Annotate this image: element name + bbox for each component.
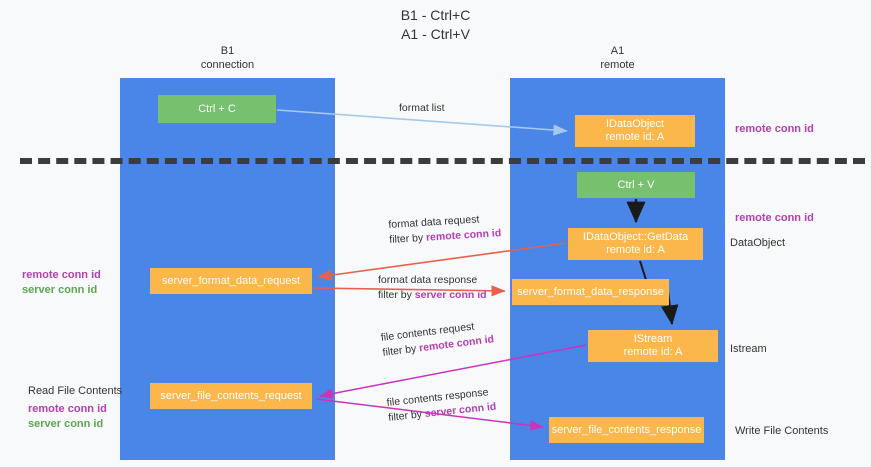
edge-label-format-data-response: format data response filter by server co… xyxy=(378,273,487,303)
edge-label-format-list: format list xyxy=(399,101,445,116)
node-server-file-contents-response-label: server_file_contents_response xyxy=(551,423,702,436)
node-idataobject[interactable]: IDataObject remote id: A xyxy=(575,115,695,147)
title-line-1: B1 - Ctrl+C xyxy=(400,7,471,23)
node-server-format-data-request-label: server_format_data_request xyxy=(161,274,301,287)
node-ctrl-v-label: Ctrl + V xyxy=(617,178,655,191)
node-server-format-data-response-label: server_format_data_response xyxy=(517,285,664,298)
annotation-left-remote-conn-id-1: remote conn id xyxy=(22,269,101,281)
node-server-file-contents-request-label: server_file_contents_request xyxy=(160,389,302,402)
node-ctrl-v[interactable]: Ctrl + V xyxy=(577,172,695,198)
annotation-remote-conn-id-top: remote conn id xyxy=(735,122,814,137)
edge-label-file-contents-request: file contents request filter by remote c… xyxy=(380,317,495,360)
lane-header-a1-title: A1 xyxy=(610,45,625,57)
node-server-format-data-response[interactable]: server_format_data_response xyxy=(512,279,669,305)
annotation-left-conn-ids-lower: remote conn id server conn id xyxy=(28,402,107,432)
annotation-left-server-conn-id-1: server conn id xyxy=(22,284,98,296)
node-server-file-contents-response[interactable]: server_file_contents_response xyxy=(549,417,704,443)
annotation-istream-text: Istream xyxy=(730,343,767,355)
node-istream-line-1: IStream xyxy=(633,333,673,345)
edge-label-format-data-response-filter-prefix: filter by xyxy=(378,289,415,301)
annotation-dataobject-text: DataObject xyxy=(730,237,786,249)
node-istream[interactable]: IStream remote id: A xyxy=(588,330,718,362)
node-ctrl-c-label: Ctrl + C xyxy=(198,102,236,115)
annotation-write-file-contents-text: Write File Contents xyxy=(735,425,829,437)
edge-label-format-data-response-line-1: format data response xyxy=(378,274,478,286)
edge-label-format-data-request-filter-key: remote conn id xyxy=(425,227,502,244)
page-title: B1 - Ctrl+C A1 - Ctrl+V xyxy=(0,6,871,44)
annotation-remote-conn-id-top-text: remote conn id xyxy=(735,123,814,135)
node-ctrl-c[interactable]: Ctrl + C xyxy=(158,95,276,123)
node-istream-line-2: remote id: A xyxy=(623,346,683,358)
edge-label-file-contents-request-filter-prefix: filter by xyxy=(381,342,420,359)
node-idataobject-getdata[interactable]: IDataObject::GetData remote id: A xyxy=(568,228,703,260)
node-server-file-contents-request[interactable]: server_file_contents_request xyxy=(150,383,312,409)
node-server-format-data-request[interactable]: server_format_data_request xyxy=(150,268,312,294)
annotation-remote-conn-id-middle-text: remote conn id xyxy=(735,212,814,224)
phase-divider xyxy=(20,158,865,164)
annotation-write-file-contents: Write File Contents xyxy=(735,424,828,439)
edge-label-format-data-response-filter-key: server conn id xyxy=(414,289,487,301)
annotation-remote-conn-id-middle: remote conn id xyxy=(735,211,814,226)
annotation-left-conn-ids-upper: remote conn id server conn id xyxy=(22,268,101,298)
node-idataobject-line-2: remote id: A xyxy=(605,131,665,143)
edge-label-format-list-text: format list xyxy=(399,102,445,114)
node-idataobject-getdata-line-1: IDataObject::GetData xyxy=(582,231,689,243)
annotation-read-file-contents-text: Read File Contents xyxy=(28,385,123,397)
annotation-istream: Istream xyxy=(730,342,767,357)
lane-header-b1-title: B1 xyxy=(220,45,235,57)
node-idataobject-line-1: IDataObject xyxy=(605,118,665,130)
lane-header-b1: B1 connection xyxy=(120,44,335,72)
lane-header-b1-subtitle: connection xyxy=(200,59,255,71)
annotation-left-server-conn-id-2: server conn id xyxy=(28,418,104,430)
annotation-read-file-contents: Read File Contents xyxy=(28,384,122,399)
annotation-dataobject: DataObject xyxy=(730,236,785,251)
edge-label-format-data-request: format data request filter by remote con… xyxy=(388,211,502,248)
node-idataobject-getdata-line-2: remote id: A xyxy=(606,244,665,256)
edge-label-format-data-request-filter-prefix: filter by xyxy=(388,231,427,246)
lane-header-a1: A1 remote xyxy=(510,44,725,72)
edge-label-file-contents-response: file contents response filter by server … xyxy=(386,385,497,426)
title-line-2: A1 - Ctrl+V xyxy=(401,26,470,42)
edge-label-file-contents-response-filter-prefix: filter by xyxy=(387,408,426,424)
annotation-left-remote-conn-id-2: remote conn id xyxy=(28,403,107,415)
lane-header-a1-subtitle: remote xyxy=(600,59,635,71)
